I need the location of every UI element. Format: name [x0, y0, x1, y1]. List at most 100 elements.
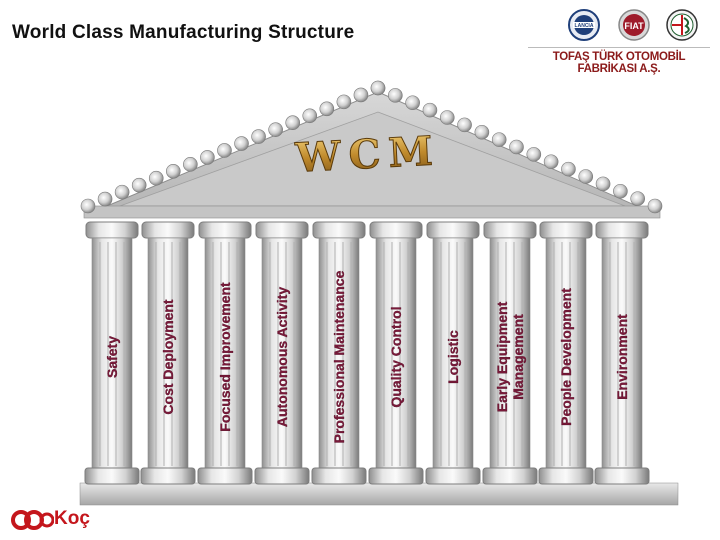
pillar-label: Focused Improvement — [217, 282, 233, 432]
pediment-bead — [285, 115, 301, 131]
pillar-label: People Development — [558, 288, 574, 426]
company-branding: LANCIA FIAT TOFAŞ TÜRK OTOMOBİL FABRİKAS… — [528, 4, 710, 75]
pediment-bead — [251, 129, 266, 144]
pillar: Quality Control — [368, 221, 424, 485]
pillar-shaft — [489, 237, 531, 471]
pediment-bead — [647, 198, 663, 214]
pediment — [80, 80, 663, 219]
pediment-bead — [491, 132, 507, 147]
pillar-base — [594, 467, 650, 485]
pillar-label: Cost Deployment — [160, 299, 176, 414]
pillar-capital — [312, 221, 366, 239]
pillar-shaft — [147, 237, 189, 471]
pillar-label: Environment — [614, 314, 630, 400]
pillar-label-line: Logistic — [445, 330, 461, 384]
wcm-pediment-text: WCM — [294, 127, 442, 182]
pillar-capital — [141, 221, 195, 239]
pediment-bead — [268, 122, 283, 137]
pediment-bead — [336, 94, 352, 110]
pillar-capital — [426, 221, 480, 239]
pillar-shaft — [261, 237, 303, 471]
brand-logos: LANCIA FIAT — [568, 9, 698, 41]
pediment-bead — [234, 136, 249, 151]
pillar-capital — [85, 221, 139, 239]
lancia-logo-text: LANCIA — [575, 23, 594, 29]
pillar-label-line: Management — [510, 314, 526, 400]
pediment-bead — [561, 161, 576, 177]
pediment-bead — [526, 147, 542, 162]
koc-logo-text: Koç — [54, 508, 90, 529]
pillar-label-line: People Development — [558, 288, 574, 426]
pillar-label: Professional Maintenance — [331, 270, 347, 443]
pillar-capital — [255, 221, 309, 239]
page-title: World Class Manufacturing Structure — [12, 22, 355, 43]
pillar-capital — [483, 221, 537, 239]
pediment-bead — [630, 191, 645, 206]
pillar-capital — [369, 221, 423, 239]
pillar-label: Quality Control — [388, 306, 404, 407]
pillar-shaft — [375, 237, 417, 471]
pediment-bead — [80, 198, 96, 214]
pillar: People Development — [538, 221, 594, 485]
pediment-bead — [217, 143, 232, 158]
pillar-capital — [595, 221, 649, 239]
pillar-label-line: Autonomous Activity — [274, 287, 290, 427]
pillar-label-line: Early Equipment — [494, 301, 510, 412]
pediment-bead — [405, 95, 420, 111]
pillar: Safety — [84, 221, 140, 485]
pillar-label-line: Environment — [614, 314, 630, 400]
pillar: Focused Improvement — [197, 221, 253, 485]
pediment-bead — [439, 110, 455, 125]
pediment-bead — [578, 169, 594, 184]
koc-logo-icon — [11, 510, 54, 530]
pillar-label-line: Quality Control — [388, 306, 404, 407]
fiat-logo-text: FIAT — [624, 21, 644, 31]
pillar-capital — [539, 221, 593, 239]
fiat-logo: FIAT — [618, 9, 650, 41]
pediment-bead — [595, 176, 611, 192]
pediment-bead — [131, 177, 147, 193]
pillar-label-line: Focused Improvement — [217, 282, 233, 432]
pediment-bead — [543, 154, 559, 170]
pediment-bead — [388, 88, 403, 103]
pediment-bead — [370, 80, 386, 96]
pillar-shaft — [545, 237, 587, 471]
pediment-bead-row — [80, 80, 663, 214]
pediment-bead — [302, 108, 318, 124]
pillar-capital — [198, 221, 252, 239]
pillar-shaft — [204, 237, 246, 471]
pillar-base — [425, 467, 481, 485]
pillar: Autonomous Activity — [254, 221, 310, 485]
pediment-bead — [422, 102, 438, 118]
pillar-shaft — [432, 237, 474, 471]
pediment-bead — [613, 183, 628, 199]
pillar-label-line: Safety — [104, 336, 120, 378]
company-name: TOFAŞ TÜRK OTOMOBİL FABRİKASI A.Ş. — [528, 47, 710, 75]
pillar: Early EquipmentManagement — [482, 221, 538, 485]
pediment-bead — [474, 124, 490, 140]
pillar-base — [140, 467, 196, 485]
pediment-bead — [353, 87, 369, 103]
pillar-label: Logistic — [445, 330, 461, 384]
pediment-bead — [183, 157, 198, 172]
pediment-bead — [165, 163, 181, 179]
pediment-bead — [148, 170, 164, 186]
alfa-romeo-logo — [666, 9, 698, 41]
pillar-base — [311, 467, 367, 485]
pediment-bead — [97, 191, 113, 207]
pillar-base — [84, 467, 140, 485]
pillar-base — [482, 467, 538, 485]
pillar-label-line: Professional Maintenance — [331, 270, 347, 443]
pillar-base — [254, 467, 310, 485]
pillar: Professional Maintenance — [311, 221, 367, 485]
pillar-label: Autonomous Activity — [274, 287, 290, 427]
pediment-bead — [114, 184, 130, 200]
pillar-label: Early EquipmentManagement — [494, 301, 526, 412]
pediment-bead — [509, 139, 524, 155]
pillar-label: Safety — [104, 336, 120, 378]
pillar-shaft — [601, 237, 643, 471]
pillar: Cost Deployment — [140, 221, 196, 485]
pillar-base — [368, 467, 424, 485]
pediment-bead — [319, 101, 335, 117]
